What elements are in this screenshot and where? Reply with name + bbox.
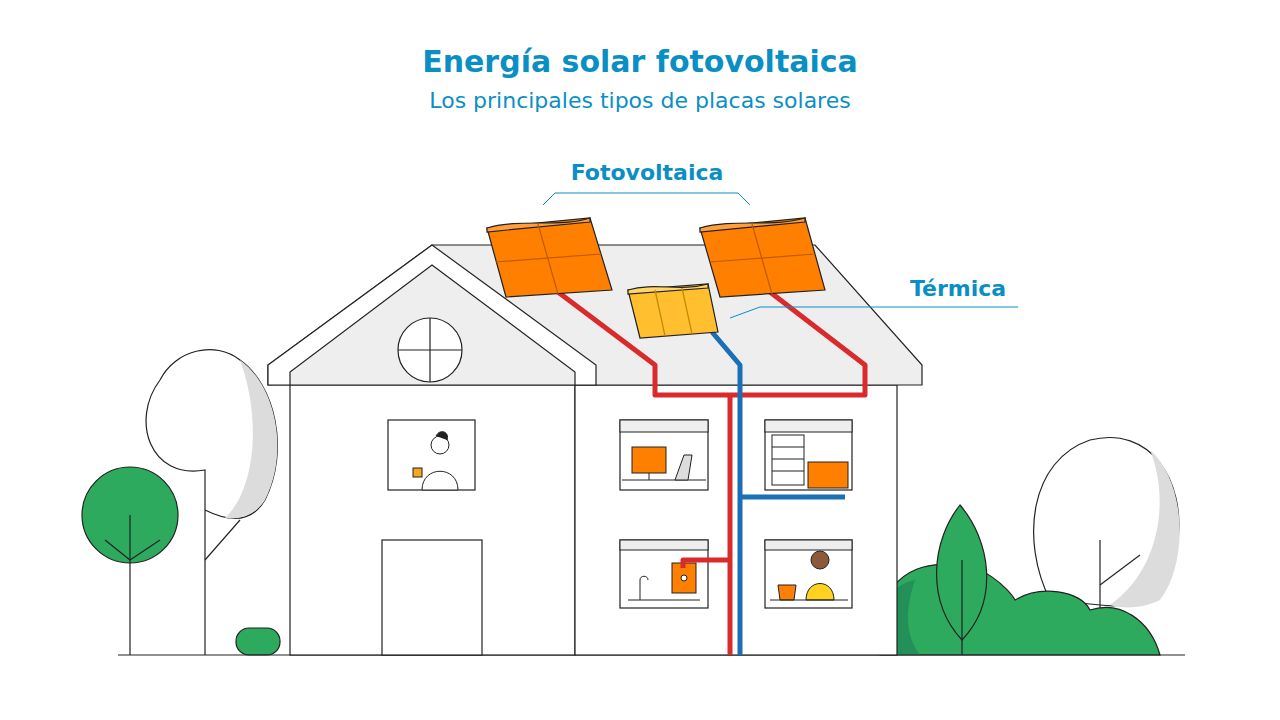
- tree-left: [82, 350, 280, 655]
- callout-label: Térmica: [907, 276, 1009, 301]
- pipes: [558, 292, 865, 655]
- title: Energía solar fotovoltaica: [419, 44, 861, 79]
- subtitle: Los principales tipos de placas solares: [426, 88, 853, 113]
- callout-lines: [543, 193, 1018, 318]
- callout-label: Fotovoltaica: [568, 160, 727, 185]
- room-details: [413, 420, 852, 600]
- tree-right: [877, 438, 1179, 655]
- solar-panels: [487, 218, 825, 338]
